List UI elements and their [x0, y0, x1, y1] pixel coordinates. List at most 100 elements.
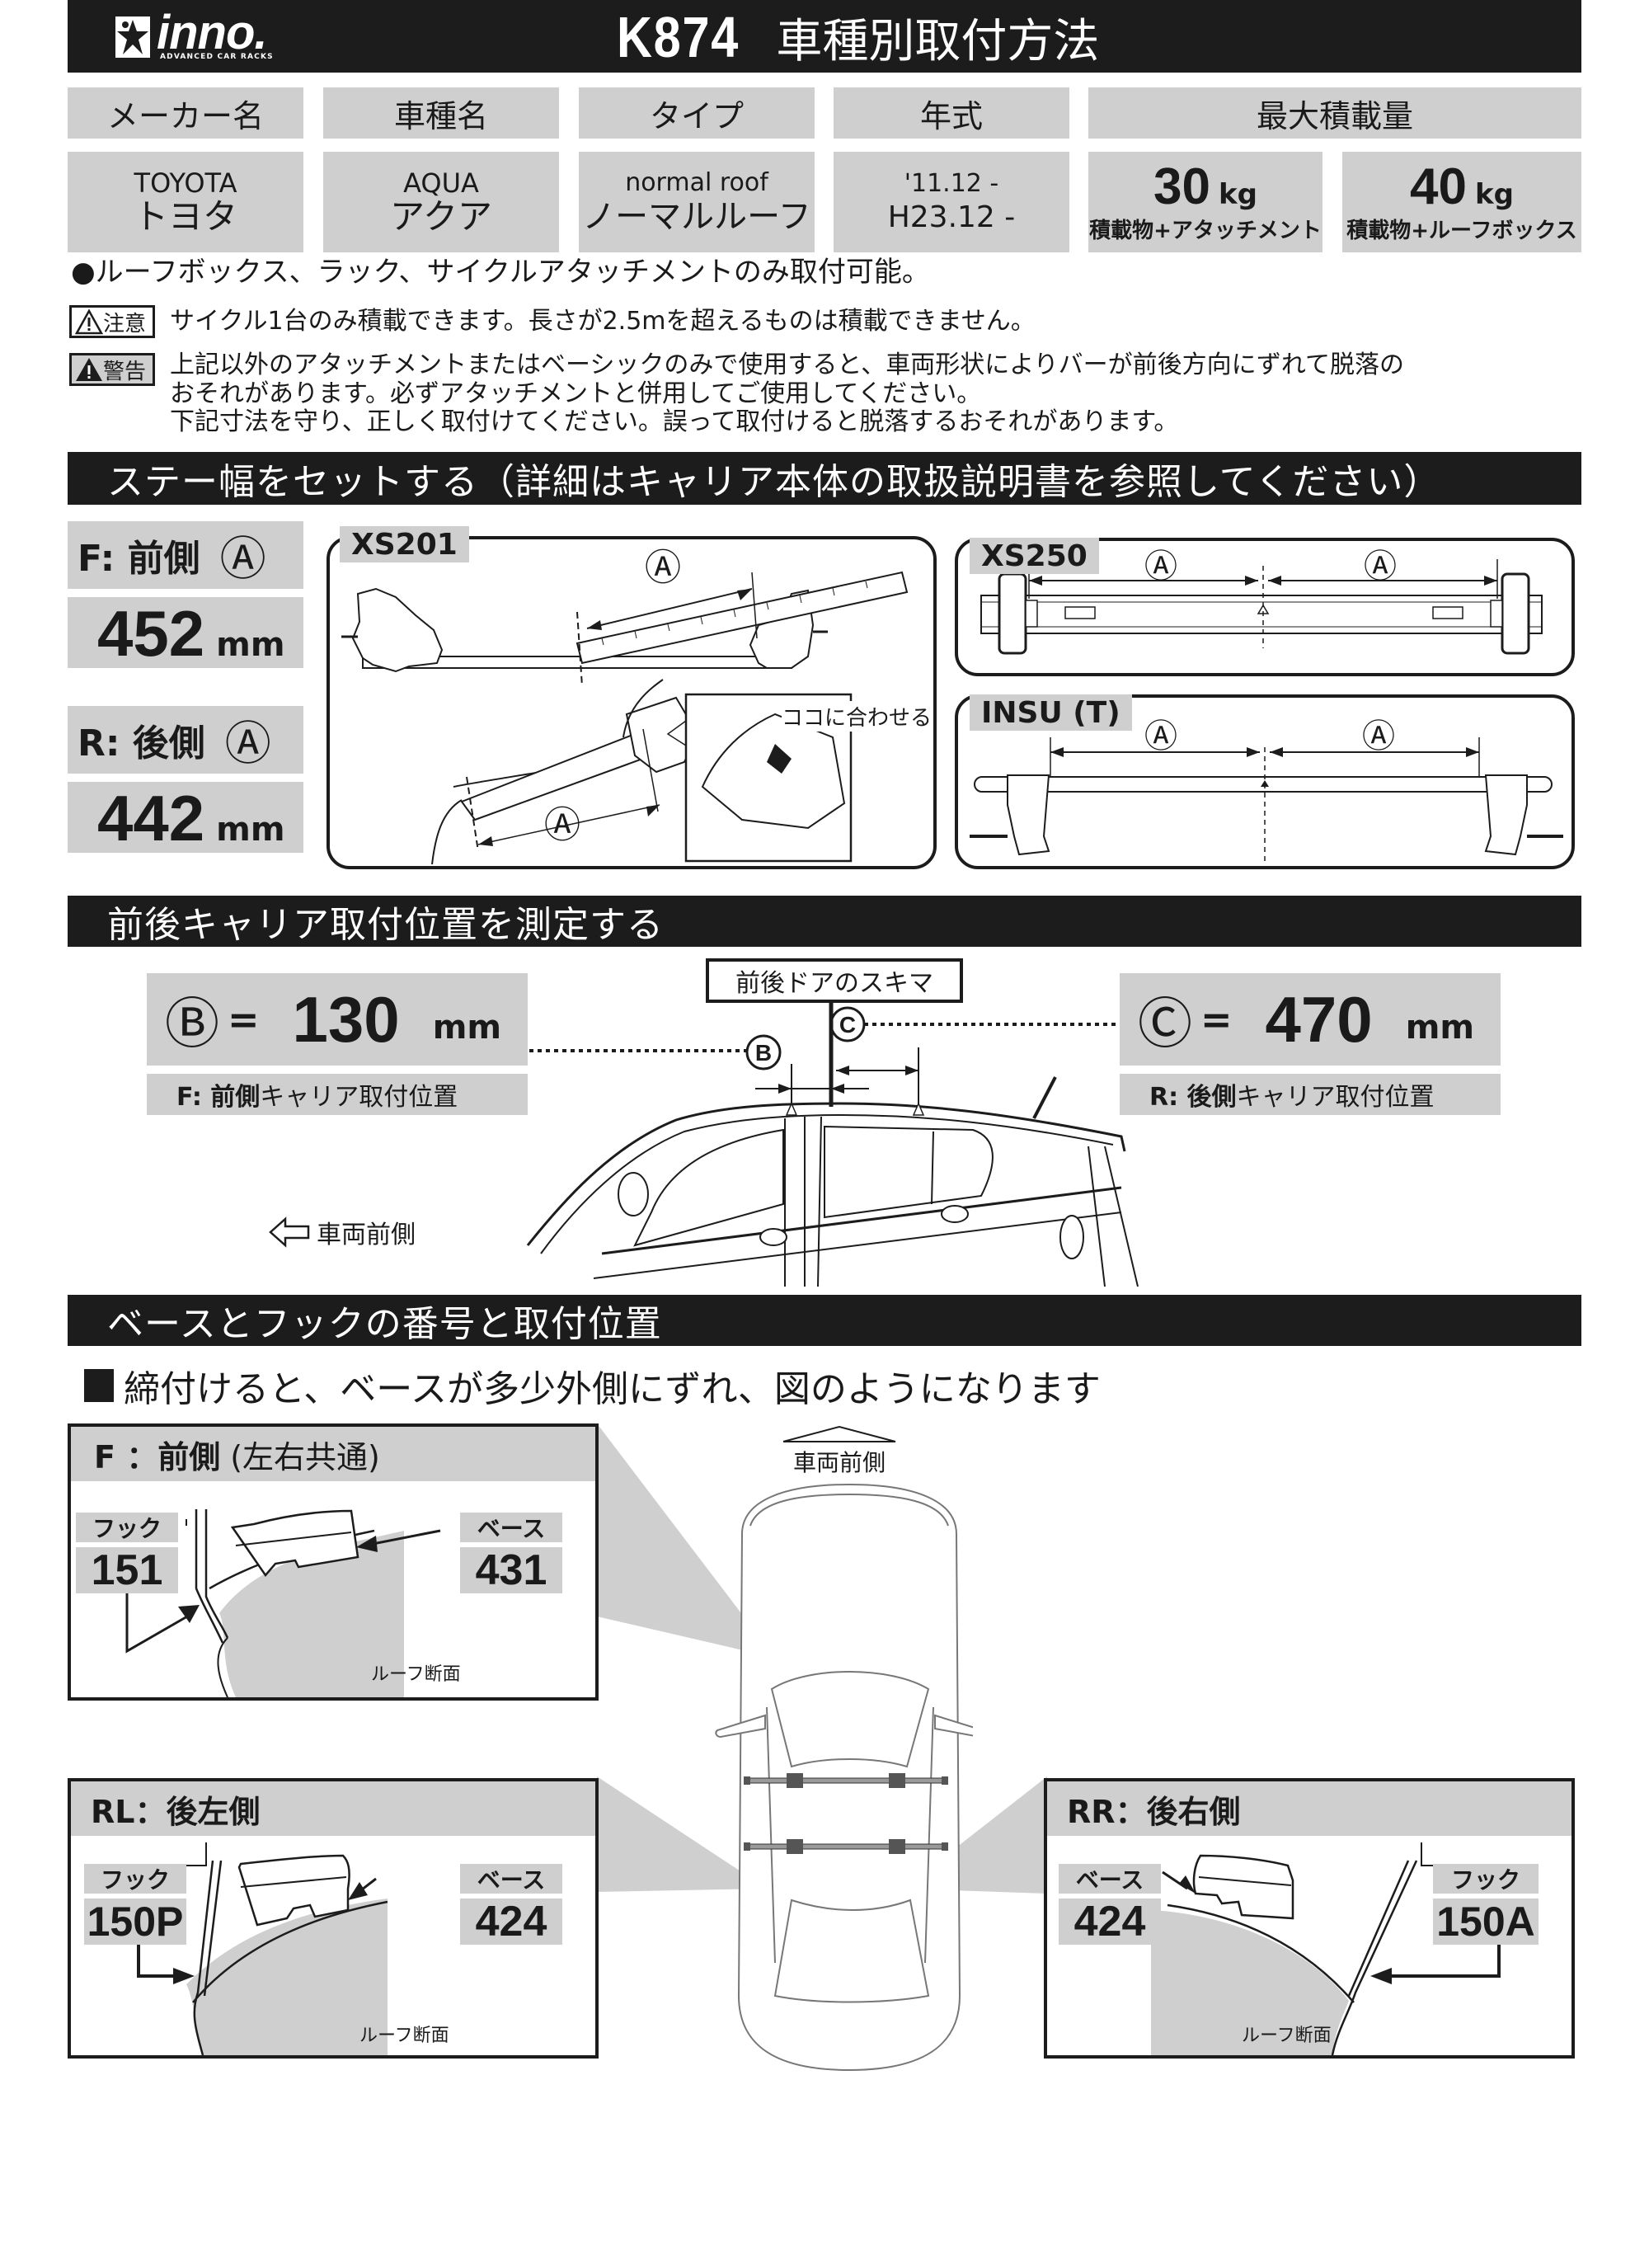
c-value: 470 — [1265, 982, 1373, 1056]
c-value-box: Ⓒ = 470 mm — [1120, 973, 1501, 1066]
rear-right-base-value: 424 — [1073, 1898, 1146, 1946]
xs201-panel: XS201 Ⓐ Ⓐ ココに合わせる — [327, 526, 937, 869]
insu-panel: INSU (T) Ⓐ Ⓐ — [955, 694, 1575, 869]
b-unit: mm — [432, 1009, 502, 1047]
front-label-box: F: 前側 Ⓐ — [68, 521, 303, 589]
b-equals: = — [228, 997, 260, 1042]
section3-subtitle-row: 締付けると、ベースが多少外側にずれ、図のようになります — [84, 1359, 1101, 1412]
rear-label-box: R: 後側 Ⓐ — [68, 706, 303, 774]
inno-star-icon — [115, 16, 150, 58]
xs250-diagram — [980, 559, 1543, 655]
rear-left-base-value: 424 — [475, 1898, 547, 1946]
spec-header-type: タイプ — [579, 87, 815, 139]
rear-left-detail-header: RL：後左側 — [71, 1781, 595, 1836]
rear-right-hook-value-box: 150A — [1433, 1899, 1539, 1945]
front-detail-header: F ：前側 (左右共通) — [71, 1427, 595, 1481]
rear-left-base-value-box: 424 — [460, 1898, 562, 1946]
load-roofbox-caption: 積載物+ルーフボックス — [1346, 218, 1577, 243]
door-gap-box: 前後ドアのスキマ — [706, 958, 963, 1003]
rear-right-roof-section-label: ルーフ断面 — [1242, 2026, 1332, 2046]
rear-right-base-label: ベース — [1075, 1866, 1144, 1894]
year-line2: H23.12 - — [887, 200, 1016, 234]
svg-text:B: B — [755, 1040, 772, 1066]
maker-en: TOYOTA — [134, 167, 237, 199]
load-attachment-unit: kg — [1219, 177, 1257, 211]
rear-right-detail-header: RR：後右側 — [1047, 1781, 1571, 1836]
rear-left-base-label: ベース — [477, 1866, 546, 1894]
insu-dim-left: Ⓐ — [1144, 718, 1177, 755]
xs201-diagram — [341, 571, 909, 865]
front-hook-value-box: 151 — [76, 1546, 178, 1594]
warning-text: 上記以外のアタッチメントまたはベーシックのみで使用すると、車両形状によりバーが前… — [170, 350, 1404, 437]
front-base-value-box: 431 — [460, 1546, 562, 1594]
front-roof-section-label: ルーフ断面 — [371, 1664, 461, 1685]
c-symbol: Ⓒ — [1138, 992, 1192, 1056]
b-caption-box: F: 前側 キャリア取付位置 — [147, 1074, 528, 1115]
vehicle-front-indicator: 車両前側 — [269, 1214, 416, 1250]
insu-diagram — [970, 737, 1563, 863]
caution-badge: 注意 — [69, 305, 155, 338]
rear-symbol: Ⓐ — [224, 717, 271, 771]
rear-left-roof-section-label: ルーフ断面 — [359, 2026, 449, 2046]
section3-subtitle: 締付けると、ベースが多少外側にずれ、図のようになります — [124, 1368, 1101, 1410]
front-hook-label: フック — [92, 1515, 162, 1542]
rear-left-base-label-box: ベース — [460, 1864, 562, 1894]
year-line1: '11.12 - — [904, 169, 999, 198]
xs201-label: XS201 — [340, 526, 469, 562]
xs250-dim-right: Ⓐ — [1364, 548, 1397, 586]
spec-maker-cell: TOYOTA トヨタ — [68, 152, 303, 252]
note-bullet: ●ルーフボックス、ラック、サイクルアタッチメントのみ取付可能。 — [71, 256, 930, 289]
front-unit: mm — [216, 626, 285, 664]
rear-right-hook-value: 150A — [1436, 1899, 1535, 1945]
rear-left-roof-section-diagram — [137, 1842, 388, 2055]
rear-value: 442 — [97, 782, 205, 854]
rear-left-detail-box: RL：後左側 フック 150P ベース 424 ルーフ断面 — [68, 1778, 599, 2059]
warning-line: おそれがあります。必ずアタッチメントと併用してご使用してください。 — [170, 379, 982, 408]
load-attachment-caption: 積載物+アタッチメント — [1089, 218, 1322, 243]
load-roofbox-unit: kg — [1475, 177, 1514, 211]
front-detail-title-note: (左右共通) — [230, 1438, 380, 1475]
rear-left-detail-title: RL：後左側 — [91, 1793, 261, 1830]
rear-right-base-label-box: ベース — [1059, 1864, 1161, 1894]
warning-line: 上記以外のアタッチメントまたはベーシックのみで使用すると、車両形状によりバーが前… — [170, 351, 1404, 379]
front-base-label-box: ベース — [460, 1513, 562, 1542]
front-symbol: Ⓐ — [219, 532, 266, 586]
type-en: normal roof — [625, 168, 768, 197]
front-roof-section-diagram — [125, 1509, 441, 1697]
front-base-label: ベース — [477, 1515, 546, 1542]
spec-header-year: 年式 — [834, 87, 1069, 139]
front-hook-value: 151 — [91, 1546, 163, 1594]
top-view-front-indicator: 車両前側 — [782, 1423, 897, 1478]
c-caption: キャリア取付位置 — [1236, 1083, 1435, 1112]
b-value: 130 — [292, 982, 400, 1056]
c-caption-box: R: 後側 キャリア取付位置 — [1120, 1074, 1501, 1115]
logo-tagline: ADVANCED CAR RACKS — [160, 53, 274, 61]
spec-header-max-load: 最大積載量 — [1088, 87, 1581, 139]
car-top-diagram — [715, 1483, 973, 2072]
load-roofbox-value: 40 — [1410, 158, 1467, 215]
caution-triangle-icon — [75, 308, 103, 335]
warning-label: 警告 — [103, 359, 147, 384]
insu-label: INSU (T) — [970, 694, 1132, 731]
arrow-up-outline-icon — [782, 1425, 896, 1442]
rear-value-box: 442 mm — [68, 782, 303, 853]
model-code: K874 — [617, 5, 740, 69]
section2-title: 前後キャリア取付位置を測定する — [107, 904, 664, 946]
rear-right-detail-box: RR：後右側 ベース 424 フック 150A ルーフ断面 — [1044, 1778, 1575, 2059]
maker-jp: トヨタ — [133, 196, 237, 237]
section1-title-bar: ステー幅をセットする（詳細はキャリア本体の取扱説明書を参照してください） — [68, 452, 1581, 505]
front-value: 452 — [97, 597, 205, 670]
logo-wordmark: inno. — [157, 6, 268, 59]
rear-unit: mm — [216, 811, 285, 849]
front-detail-title: F ：前側 — [94, 1438, 221, 1475]
rear-right-base-value-box: 424 — [1059, 1898, 1161, 1946]
b-caption: キャリア取付位置 — [260, 1083, 458, 1112]
type-jp: ノーマルルーフ — [582, 198, 811, 236]
c-caption-bold: R: 後側 — [1149, 1083, 1237, 1112]
warning-line: 下記寸法を守り、正しく取付けてください。誤って取付けると脱落するおそれがあります… — [170, 407, 1179, 436]
rear-left-hook-label-box: フック — [84, 1864, 186, 1894]
front-label: F: 前側 — [78, 538, 200, 580]
section3-title: ベースとフックの番号と取付位置 — [107, 1303, 662, 1345]
front-detail-box: F ：前側 (左右共通) フック 151 ベース 431 ルーフ断面 — [68, 1423, 599, 1701]
spec-type-cell: normal roof ノーマルルーフ — [579, 152, 815, 252]
